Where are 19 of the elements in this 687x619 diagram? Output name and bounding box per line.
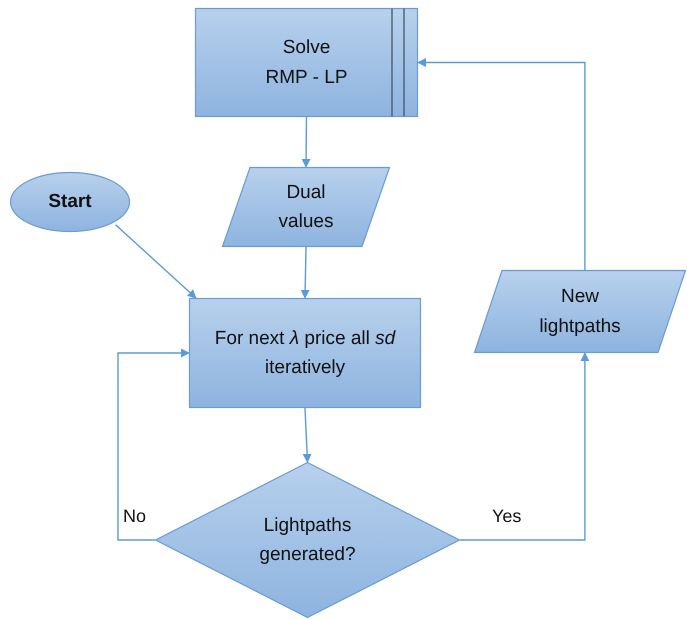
- node-text: New lightpaths: [538, 285, 622, 338]
- data-parallelogram: [222, 167, 390, 247]
- node-text: Lightpaths generated?: [258, 514, 357, 567]
- node-text: For next λ price all sd iteratively: [214, 326, 397, 380]
- arrow: [417, 58, 586, 270]
- predefined-process-box: [195, 8, 418, 117]
- arrow: [117, 348, 190, 541]
- node-text: Start: [48, 190, 92, 214]
- arrow: [460, 352, 590, 541]
- decision-diamond: [155, 462, 460, 618]
- process-box: [189, 298, 421, 408]
- arrow: [300, 246, 310, 299]
- node-text: Solve RMP - LP: [264, 36, 348, 90]
- arrow: [302, 408, 312, 463]
- start-ellipse: [10, 172, 130, 232]
- data-parallelogram: [474, 270, 686, 353]
- arrow: [115, 224, 197, 299]
- arrow: [302, 117, 311, 168]
- node-text: Dual values: [278, 180, 334, 234]
